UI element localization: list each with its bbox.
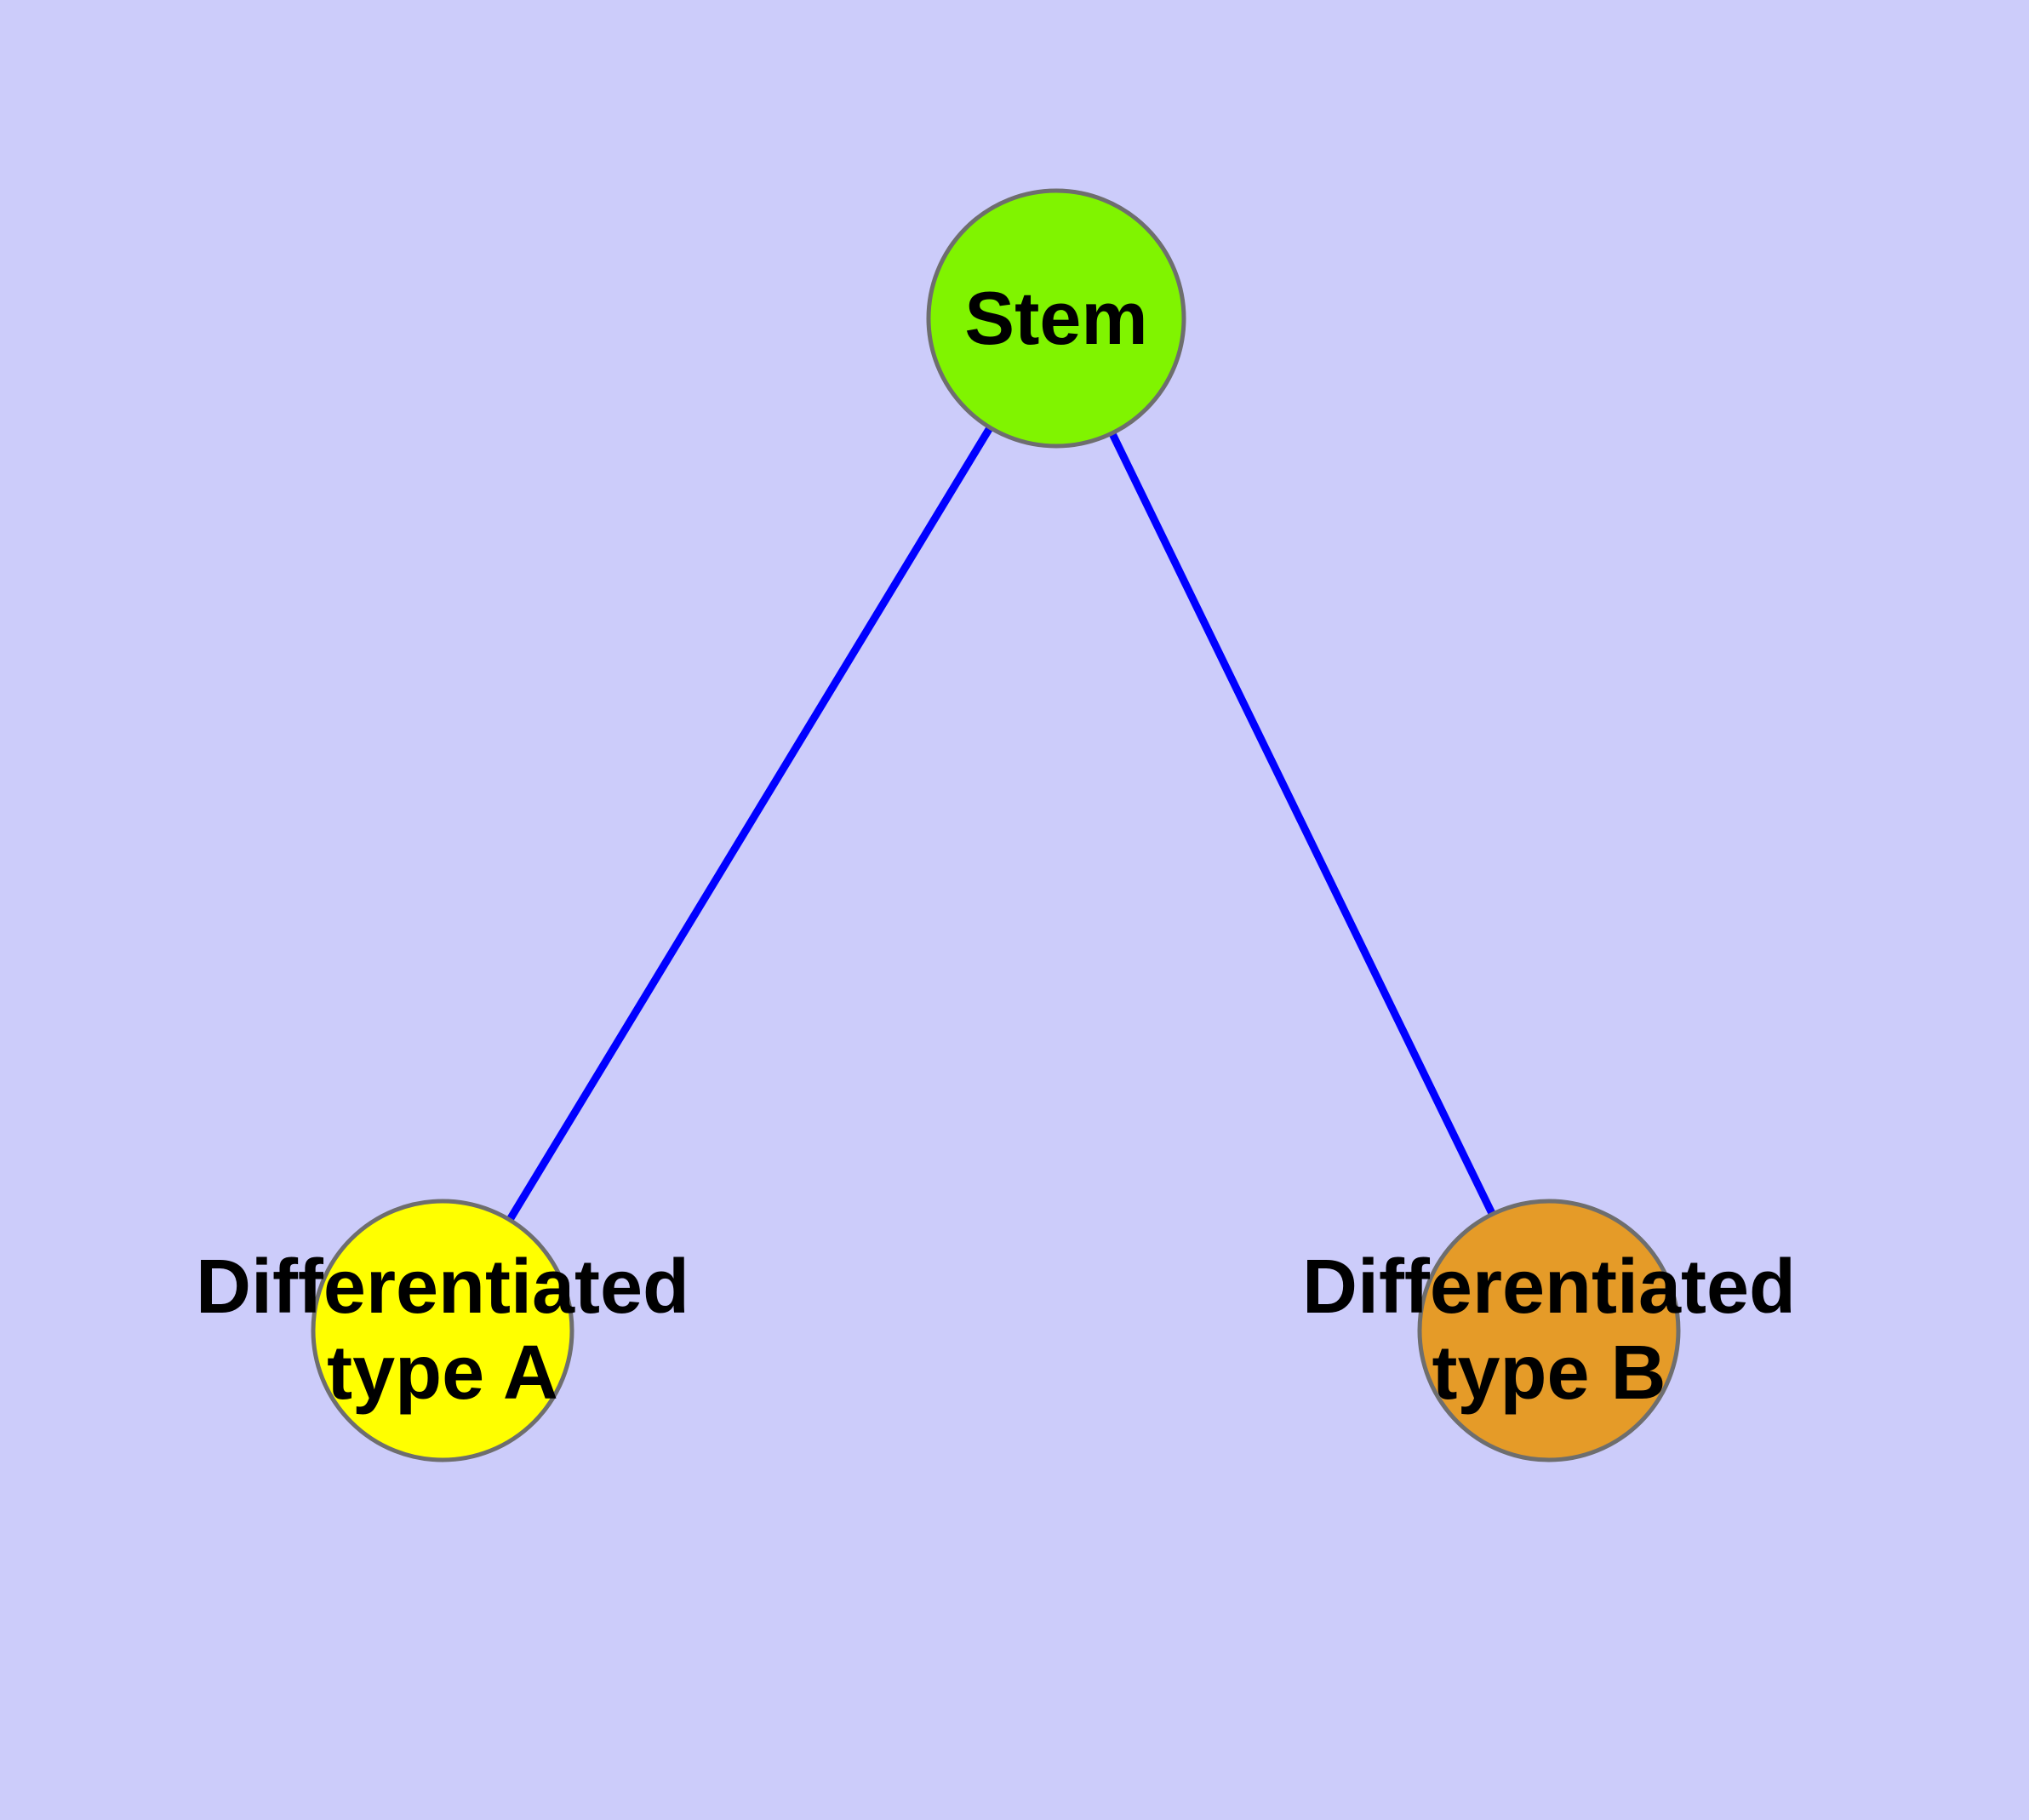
node-type-a[interactable] [311,1199,574,1462]
edge-layer [505,424,1497,1224]
edge-stem-to-type-b[interactable] [1107,430,1497,1218]
node-type-b[interactable] [1417,1199,1681,1462]
edge-stem-to-type-a[interactable] [505,424,995,1224]
node-stem[interactable] [926,188,1186,449]
node-layer [311,188,1681,1462]
